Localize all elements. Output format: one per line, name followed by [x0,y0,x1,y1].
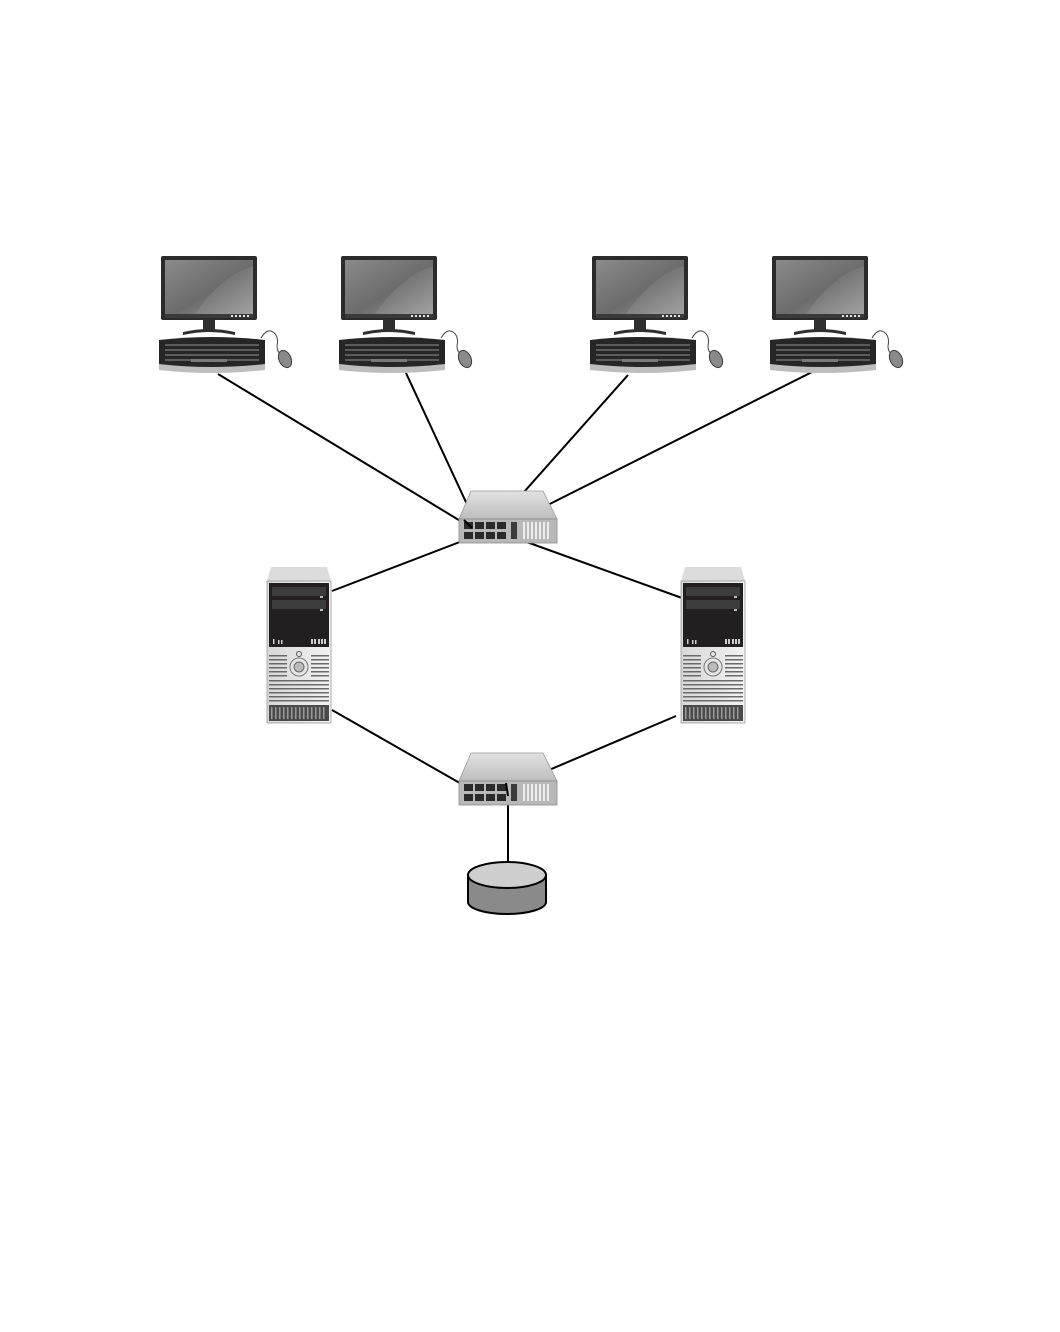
link-switch-top-server-right [510,536,682,598]
workstation-icon [339,256,474,373]
network-switch-icon [459,753,557,805]
disk-storage-icon [468,862,546,914]
workstation-icon [590,256,725,373]
link-server-left-switch-bottom [332,710,472,790]
workstation-icon [159,256,294,373]
workstation-icon [770,256,905,373]
server-tower-icon [681,567,745,723]
server-tower-icon [267,567,331,723]
link-workstation-1-switch-top [218,374,472,528]
network-switch-icon [459,491,557,543]
link-switch-top-server-left [332,535,478,591]
